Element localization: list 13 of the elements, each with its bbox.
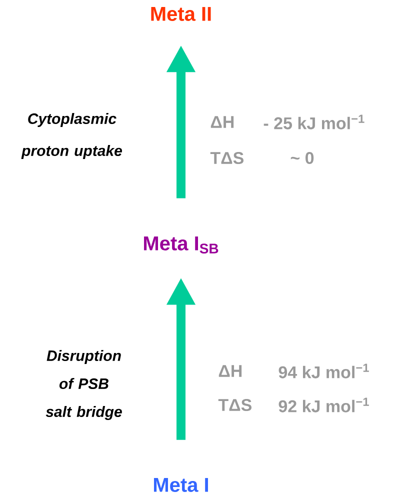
thermo-value: ~ 0 bbox=[290, 152, 314, 164]
thermo-value: - 25 kJ mol$^{−1}$ bbox=[264, 114, 364, 130]
process-note: Disruption of PSB salt bridge bbox=[46, 350, 122, 420]
state-label: Meta II bbox=[151, 7, 211, 21]
thermo-value: TΔS bbox=[218, 398, 252, 412]
thermo-value: ΔH bbox=[210, 116, 234, 128]
state-label: Meta I bbox=[154, 478, 208, 492]
state-label: Meta I$_{SB}$ bbox=[144, 236, 218, 254]
thermo-value: TΔS bbox=[210, 152, 244, 164]
thermo-value: ΔH bbox=[218, 365, 242, 377]
thermo-value: 92 kJ mol$^{−1}$ bbox=[278, 398, 369, 412]
process-note: Cytoplasmic proton uptake bbox=[21, 113, 122, 159]
thermo-value: 94 kJ mol$^{−1}$ bbox=[278, 364, 369, 378]
